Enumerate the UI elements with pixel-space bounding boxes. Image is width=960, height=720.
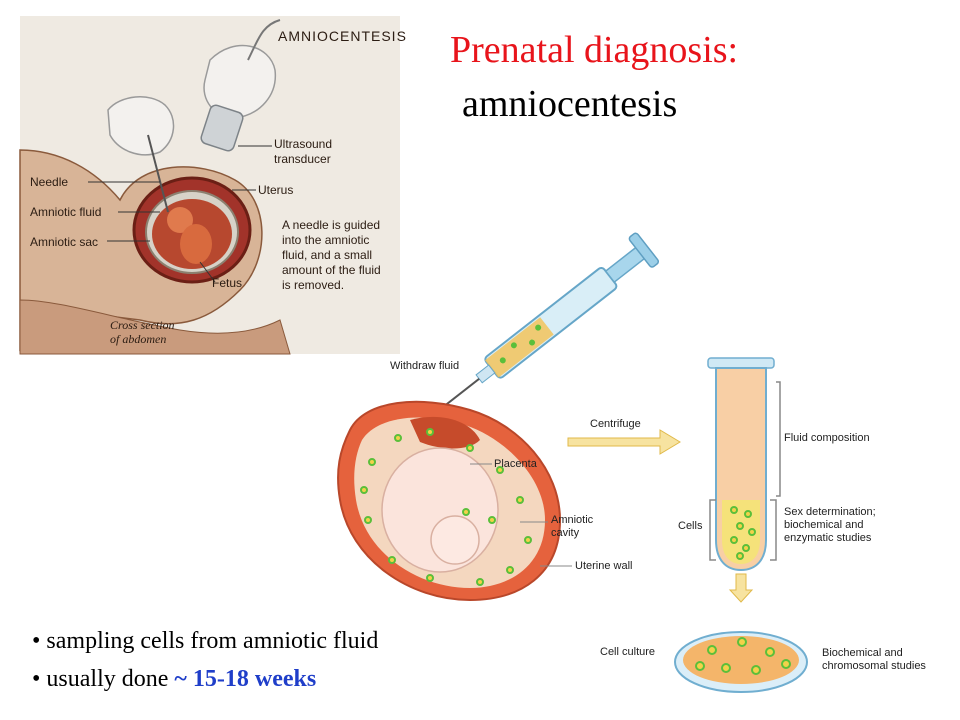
amniocentesis-heading: AMNIOCENTESIS xyxy=(278,28,407,44)
fetus-right-head xyxy=(430,515,480,565)
label-fluid-composition: Fluid composition xyxy=(784,432,870,444)
down-arrow xyxy=(728,573,754,603)
label-uterus: Uterus xyxy=(258,183,294,197)
label-cross-section: Cross section of abdomen xyxy=(110,318,175,346)
right-hand xyxy=(203,44,276,119)
label-biochem-chromosomal: Biochemical and chromosomal studies xyxy=(822,647,926,672)
label-fetus: Fetus xyxy=(212,276,243,290)
label-amniotic-cavity: Amniotic cavity xyxy=(551,514,594,539)
fetus-head xyxy=(167,207,193,233)
syringe xyxy=(433,232,660,415)
amniotic-cells xyxy=(360,428,532,586)
label-uterine-wall: Uterine wall xyxy=(575,560,633,572)
label-amniotic-sac: Amniotic sac xyxy=(30,235,99,249)
left-hand xyxy=(107,96,175,156)
label-needle: Needle xyxy=(30,175,69,189)
bullet-list: • sampling cells from amniotic fluid • u… xyxy=(32,622,378,698)
tube-cells xyxy=(730,506,756,560)
label-ultrasound-transducer: Ultrasound transducer xyxy=(274,137,333,166)
needle-line xyxy=(147,134,169,213)
label-cells: Cells xyxy=(678,520,703,532)
label-centrifuge: Centrifuge xyxy=(590,418,641,430)
fetus-body xyxy=(180,224,212,264)
bullet-item: • usually done ~ 15-18 weeks xyxy=(32,666,317,692)
label-placenta: Placenta xyxy=(494,458,537,470)
slide-title: Prenatal diagnosis: xyxy=(450,29,739,71)
placenta-shape xyxy=(410,416,480,449)
bullet-item: • sampling cells from amniotic fluid xyxy=(32,628,379,654)
label-needle-caption: A needle is guided into the amniotic flu… xyxy=(282,218,381,292)
slide-subtitle: amniocentesis xyxy=(462,83,678,125)
weeks-highlight: ~ 15-18 weeks xyxy=(174,666,317,692)
lower-body xyxy=(19,299,291,355)
culture-cells xyxy=(695,637,791,675)
label-sex-determination: Sex determination; biochemical and enzym… xyxy=(784,506,876,544)
centrifuge-arrow xyxy=(567,429,681,455)
label-cell-culture: Cell culture xyxy=(600,646,656,658)
label-withdraw-fluid: Withdraw fluid xyxy=(390,360,460,372)
probe-cable xyxy=(247,19,281,61)
label-amniotic-fluid: Amniotic fluid xyxy=(30,205,102,219)
ultrasound-probe xyxy=(200,104,244,152)
test-tube-rim xyxy=(707,357,775,369)
